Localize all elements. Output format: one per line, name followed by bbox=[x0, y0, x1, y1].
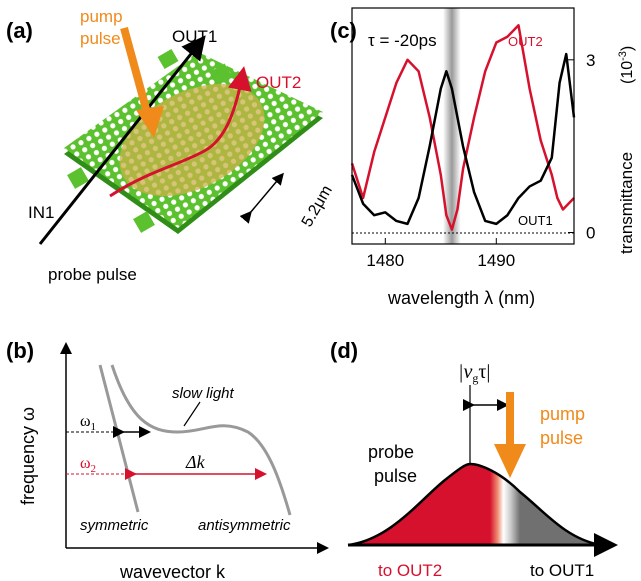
out2-curve-label: OUT2 bbox=[508, 34, 543, 49]
y-axis-label: transmittance bbox=[617, 152, 636, 254]
gray-portion bbox=[520, 492, 600, 545]
symmetric-band bbox=[98, 364, 140, 513]
w2-label: ω2 bbox=[80, 455, 96, 475]
to-out2-label: to OUT2 bbox=[378, 561, 442, 580]
w2-symbol: ω bbox=[80, 455, 91, 472]
out1-label: OUT1 bbox=[172, 27, 217, 46]
out2-label: OUT2 bbox=[256, 73, 301, 92]
panel-c-label: (c) bbox=[330, 18, 357, 43]
symmetric-label: symmetric bbox=[80, 517, 149, 534]
vg-tau-label: |vgτ| bbox=[458, 361, 490, 385]
panel-a: (a) pump pulse OUT1 OUT2 IN1 probe pulse bbox=[6, 7, 336, 284]
probe-pulse-label: probe pulse bbox=[48, 265, 137, 284]
x-tick-label: 1480 bbox=[366, 251, 404, 270]
pulse-label: pulse bbox=[80, 29, 121, 48]
w1-label: ω1 bbox=[80, 413, 96, 433]
panel-b: (b) frequency ω wavevector k slow light … bbox=[6, 338, 329, 581]
panel-a-label: (a) bbox=[6, 18, 33, 43]
antisymmetric-label: antisymmetric bbox=[198, 517, 291, 534]
panel-b-label: (b) bbox=[6, 338, 34, 363]
b-y-label: frequency ω bbox=[18, 407, 38, 505]
antisymmetric-band bbox=[110, 364, 292, 516]
d-pump-arrow-head bbox=[494, 444, 526, 478]
tau-label: τ = -20ps bbox=[368, 31, 437, 50]
out1-curve-label: OUT1 bbox=[518, 213, 553, 228]
panel-d: (d) |vgτ| pump pulse probe pulse to OUT2… bbox=[330, 338, 618, 580]
pump-arrow-head bbox=[136, 106, 164, 138]
d-probe-label: probe bbox=[368, 442, 414, 462]
scale-bar bbox=[239, 172, 284, 224]
to-out1-label: to OUT1 bbox=[530, 561, 594, 580]
pump-label: pump bbox=[80, 7, 123, 26]
red-portion bbox=[348, 464, 470, 545]
w1-sub: 1 bbox=[91, 421, 97, 433]
wavelength-highlight-band bbox=[443, 8, 461, 244]
out1-arrow bbox=[38, 35, 206, 245]
slow-light-label: slow light bbox=[172, 385, 235, 402]
y-unit-close: ) bbox=[619, 46, 636, 51]
red-portion-2 bbox=[470, 464, 490, 545]
axis-ticks: 1480 1490 0 3 bbox=[366, 51, 595, 270]
y-tick-label: 3 bbox=[586, 51, 595, 70]
panel-c: (c) 1480 1490 0 3 τ = -20ps OUT2 OUT1 wavel… bbox=[330, 7, 636, 308]
panel-d-label: (d) bbox=[330, 338, 358, 363]
scale-label: 5.2μm bbox=[299, 183, 336, 230]
series-out2 bbox=[350, 24, 575, 231]
y-unit-exp: -3 bbox=[617, 51, 629, 61]
dk-label: Δk bbox=[185, 452, 206, 472]
x-axis-label: wavelength λ (nm) bbox=[387, 288, 535, 308]
d-probe-pulse-label: pulse bbox=[374, 466, 417, 486]
vg-sub: g bbox=[472, 371, 478, 385]
vg-main: |v bbox=[458, 361, 472, 383]
y-axis-unit: (10-3) bbox=[617, 46, 636, 84]
series-out1 bbox=[350, 52, 576, 226]
plot-frame bbox=[351, 7, 575, 245]
transition-portion bbox=[490, 470, 520, 545]
d-pulse-label: pulse bbox=[540, 428, 583, 448]
vg-tail: τ| bbox=[478, 361, 490, 383]
x-tick-label: 1490 bbox=[477, 251, 515, 270]
y-tick-label: 0 bbox=[586, 223, 595, 242]
transmittance-plot bbox=[350, 24, 576, 231]
w2-sub: 2 bbox=[91, 463, 97, 475]
out2-arrow bbox=[109, 66, 252, 198]
slow-light-pointer bbox=[183, 401, 201, 427]
pump-arrow-shaft bbox=[120, 26, 152, 118]
w1-symbol: ω bbox=[80, 413, 91, 430]
in1-label: IN1 bbox=[28, 203, 54, 222]
d-pump-label: pump bbox=[540, 404, 585, 424]
y-unit-base: (10 bbox=[619, 61, 636, 84]
b-x-label: wavevector k bbox=[119, 562, 226, 581]
